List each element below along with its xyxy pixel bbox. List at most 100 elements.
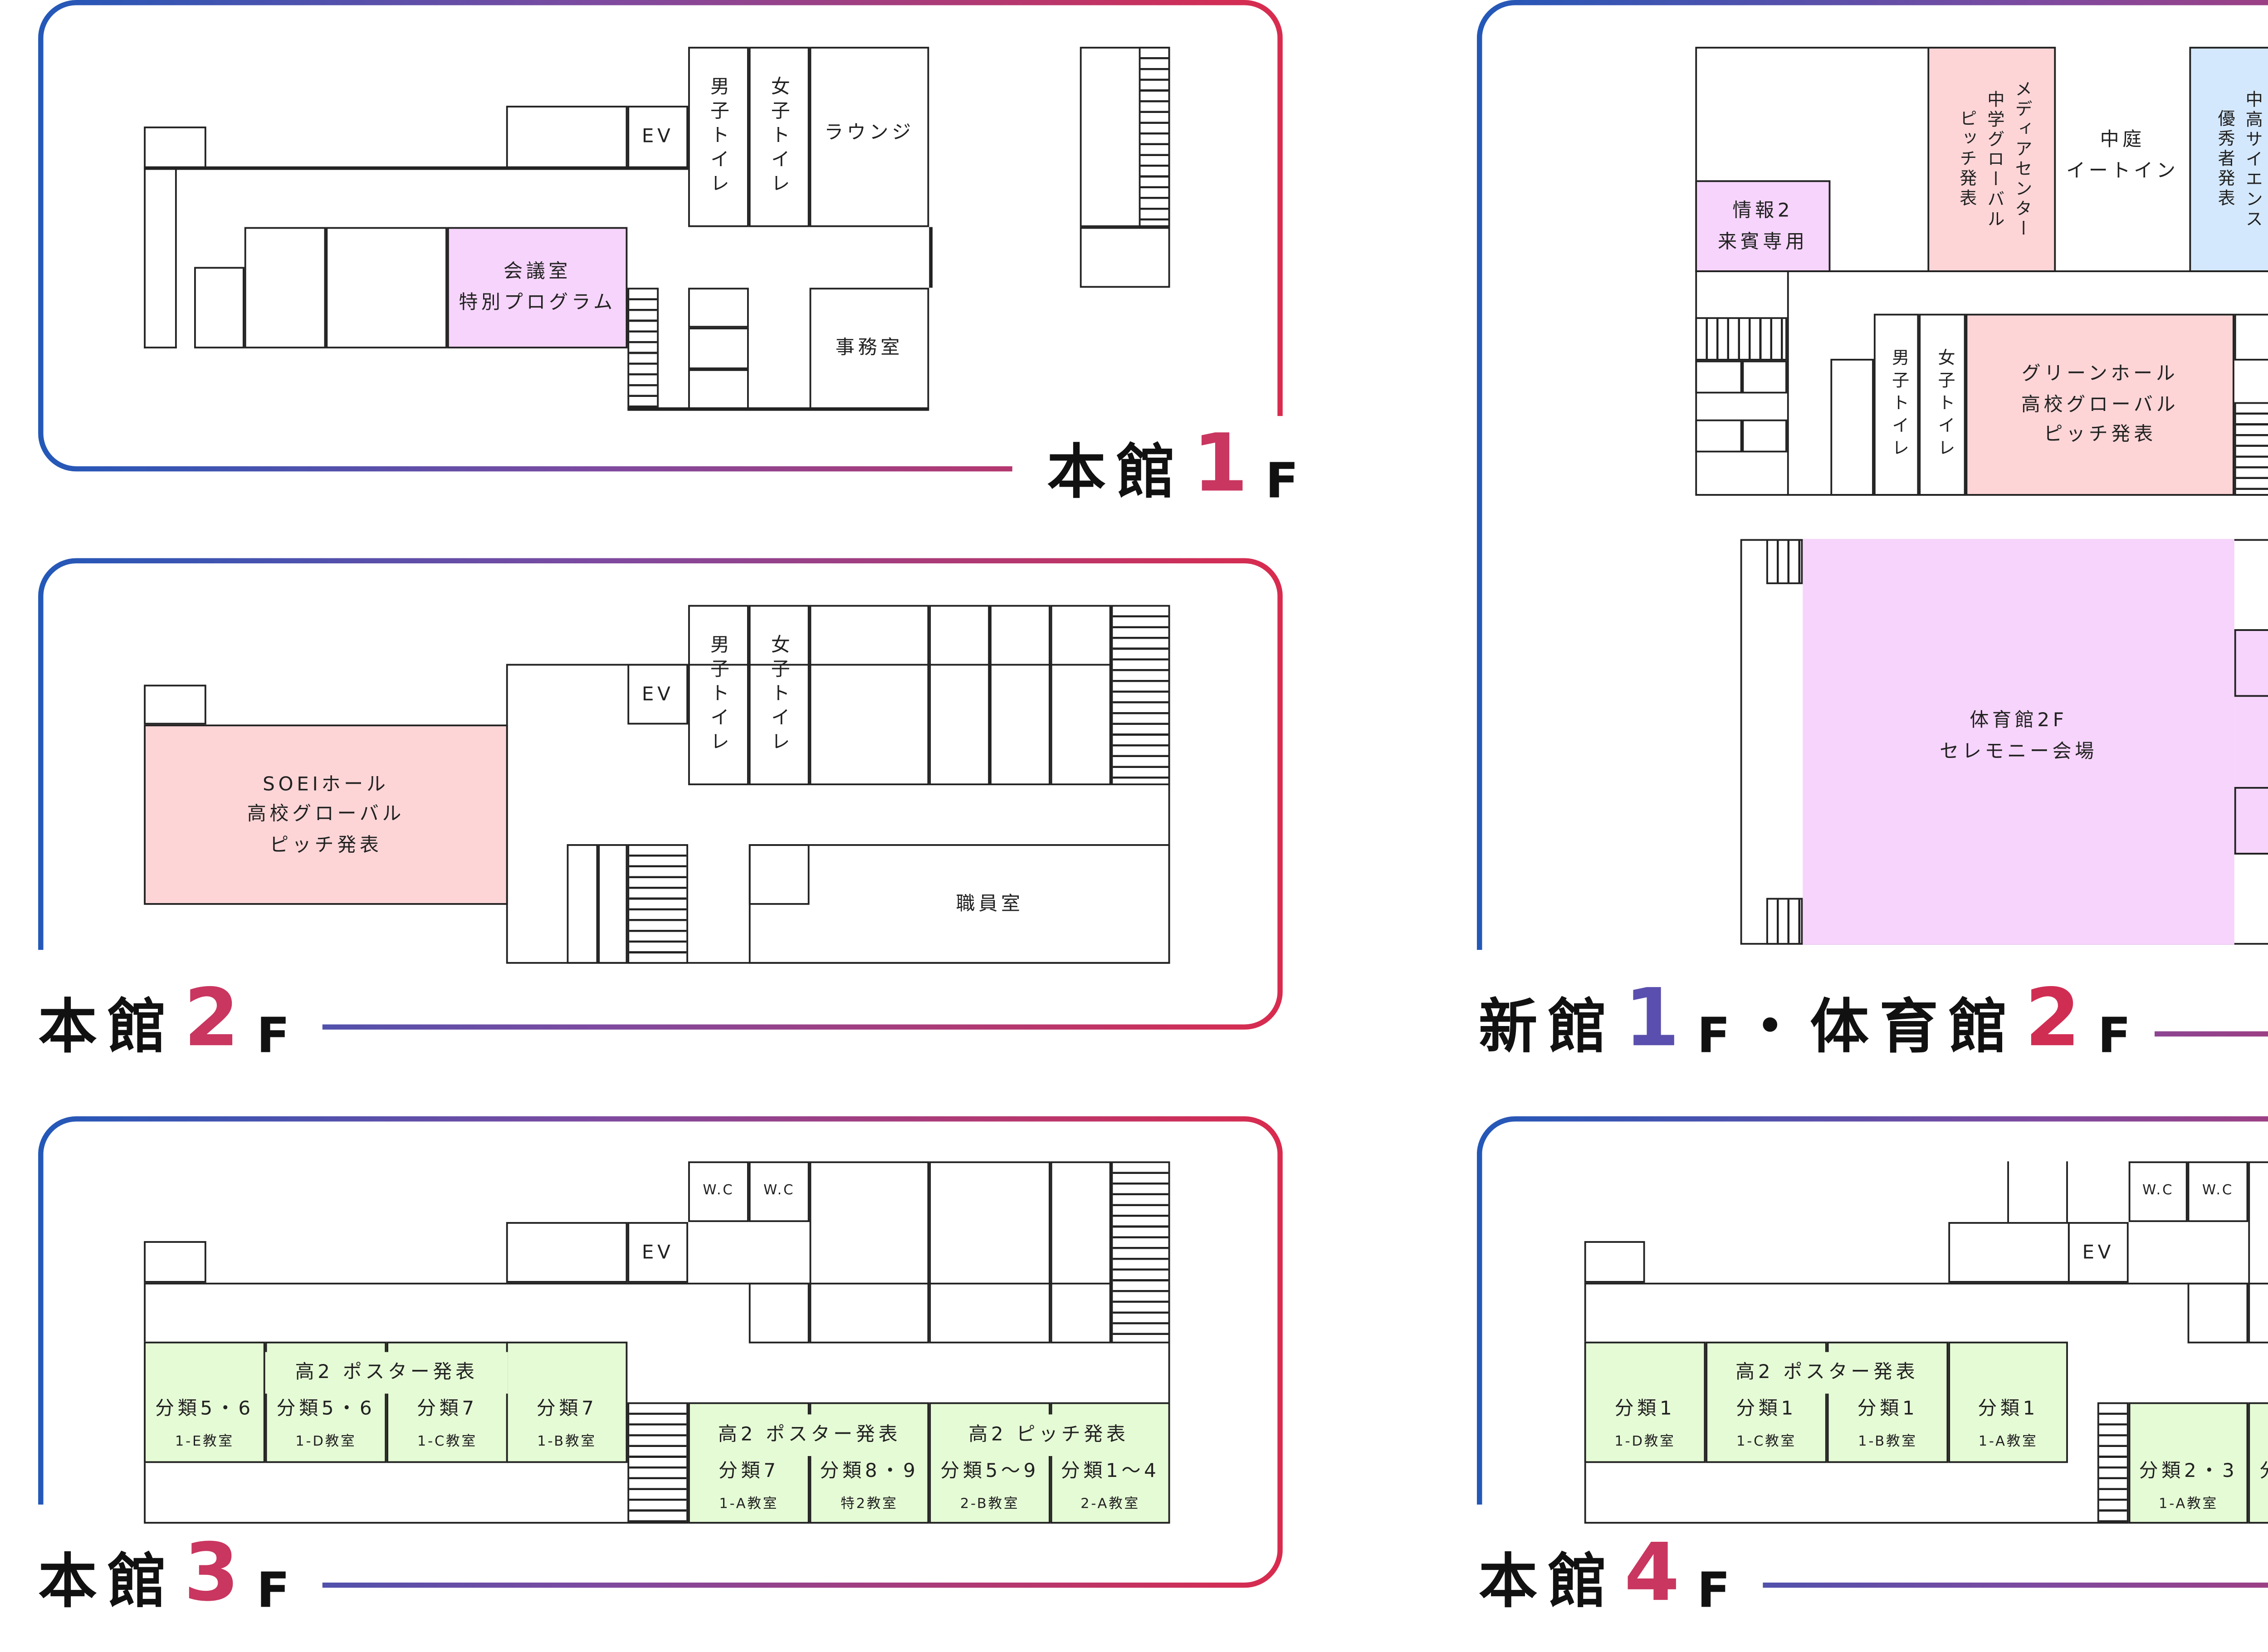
room-block: [1584, 1241, 1645, 1283]
stairs: [2097, 1402, 2129, 1524]
floor-title-main-2f: 本館 2 F: [24, 970, 314, 1065]
womens-toilet-label: 女子トイレ: [1933, 348, 1953, 461]
wc: [748, 1161, 810, 1222]
stairs: [1766, 898, 1803, 945]
wc: [2128, 1161, 2188, 1222]
room-block: [1830, 359, 1874, 496]
poster-header: 高2 ポスター発表: [1709, 1352, 1945, 1394]
category-label: 分類1: [1614, 1397, 1676, 1420]
ev-label: EV: [641, 682, 674, 705]
classroom-label: 2-A教室: [1080, 1495, 1140, 1511]
wc: [688, 1161, 749, 1222]
room-block: [1695, 419, 1742, 453]
classroom-label: 1-A教室: [2159, 1495, 2219, 1511]
wc-label: W.C: [2202, 1182, 2234, 1198]
room-block: [1742, 360, 1787, 394]
category-label: 分類7: [718, 1460, 779, 1483]
category-label: 分類7: [417, 1397, 478, 1420]
room-block: [929, 605, 990, 786]
classroom-label: 1-D教室: [295, 1432, 357, 1449]
ev-room: [2068, 1222, 2129, 1283]
staff-room: [748, 844, 1170, 964]
office-label: 事務室: [835, 337, 903, 359]
room-block: [688, 327, 749, 369]
womens-toilet: [1919, 313, 1966, 496]
classroom-label: 1-D教室: [1614, 1432, 1676, 1449]
ev-room: [627, 664, 689, 725]
corridor-block: [144, 168, 177, 349]
room-block: [1742, 419, 1787, 453]
room-block: [1050, 605, 1111, 786]
room-block: [748, 1282, 810, 1344]
category-label: 分類1: [1736, 1397, 1797, 1420]
room-block: [1787, 270, 1789, 496]
category-label: 分類2・3: [2139, 1460, 2238, 1483]
womens-toilet-label: 女子トイレ: [768, 76, 791, 198]
poster-header: 高2 ポスター発表: [2251, 1414, 2268, 1456]
stairs: [2234, 402, 2268, 496]
classroom: [506, 1341, 628, 1463]
science-label: 中高サイエンス 優秀者発表: [2213, 89, 2261, 230]
room-block: [598, 844, 628, 964]
classroom-label: 特2教室: [2248, 1491, 2268, 1518]
room-block: [144, 126, 206, 168]
floor-title-main-4f: 本館 4 F: [1465, 1525, 1755, 1619]
stairs: [1111, 1161, 1170, 1344]
wc-label: W.C: [2142, 1182, 2174, 1198]
classroom: [2128, 1402, 2248, 1524]
category-label: 分類7: [536, 1397, 597, 1420]
gym-label: 体育館2F セレモニー会場: [1940, 709, 2097, 763]
womens-toilet: [748, 605, 810, 786]
poster-header: 高2 ポスター発表: [265, 1352, 508, 1394]
classroom-label: 特2教室: [841, 1495, 898, 1511]
room-block: [144, 684, 206, 725]
stairs: [627, 1402, 689, 1524]
category-label: 分類1: [1978, 1397, 2038, 1420]
room-block: [809, 1161, 929, 1344]
classroom-label: 1-A教室: [719, 1495, 779, 1511]
lounge: [809, 47, 929, 227]
science-room: [2189, 47, 2268, 272]
classroom: [1948, 1341, 2068, 1463]
wc-label: W.C: [703, 1182, 734, 1198]
mens-toilet-label: 男子トイレ: [708, 634, 730, 756]
lounge-label: ラウンジ: [824, 122, 914, 144]
room-block: [2248, 1161, 2268, 1344]
courtyard-label: 中庭 イートイン: [2066, 129, 2179, 182]
room-block: [2234, 629, 2268, 697]
room-block: [809, 605, 929, 786]
room-block: [688, 288, 749, 328]
room-block: [688, 369, 749, 409]
room-block: [2187, 1282, 2248, 1344]
classroom-label: 1-C教室: [1736, 1432, 1797, 1449]
mens-toilet: [1873, 313, 1919, 496]
pitch-header: 高2 ピッチ発表: [936, 1414, 1162, 1456]
info2-label: 情報2 来賓専用: [1718, 199, 1808, 253]
stairs: [627, 288, 659, 409]
gym-hall: [1803, 539, 2234, 945]
classroom-label: 1-B教室: [1858, 1432, 1917, 1449]
room-block: [1948, 1222, 2070, 1283]
room-block: [244, 227, 326, 349]
room-block: [326, 227, 447, 349]
room-block: [506, 106, 628, 168]
category-label: 分類2・3: [2248, 1456, 2268, 1487]
media-center: [1927, 47, 2056, 272]
floor-title-main-3f: 本館 3 F: [24, 1525, 314, 1619]
category-label: 分類1: [1857, 1397, 1918, 1420]
mens-toilet-label: 男子トイレ: [1887, 348, 1907, 461]
womens-toilet: [748, 47, 810, 227]
category-label: 分類8・9: [820, 1460, 919, 1483]
green-hall-label: グリーンホール 高校グローバル ピッチ発表: [2021, 362, 2179, 446]
wc: [2187, 1161, 2248, 1222]
stairs: [1139, 47, 1170, 227]
floor-title-main-1f: 本館 1 F: [1033, 416, 1323, 510]
soei-hall-label: SOEIホール 高校グローバル ピッチ発表: [247, 772, 405, 856]
gym-stage: [2234, 629, 2268, 855]
category-label: 分類5・6: [155, 1397, 254, 1420]
room-block: [990, 605, 1051, 786]
classroom: [144, 1341, 265, 1463]
ev-label: EV: [2082, 1240, 2115, 1263]
ev-room: [627, 106, 689, 168]
